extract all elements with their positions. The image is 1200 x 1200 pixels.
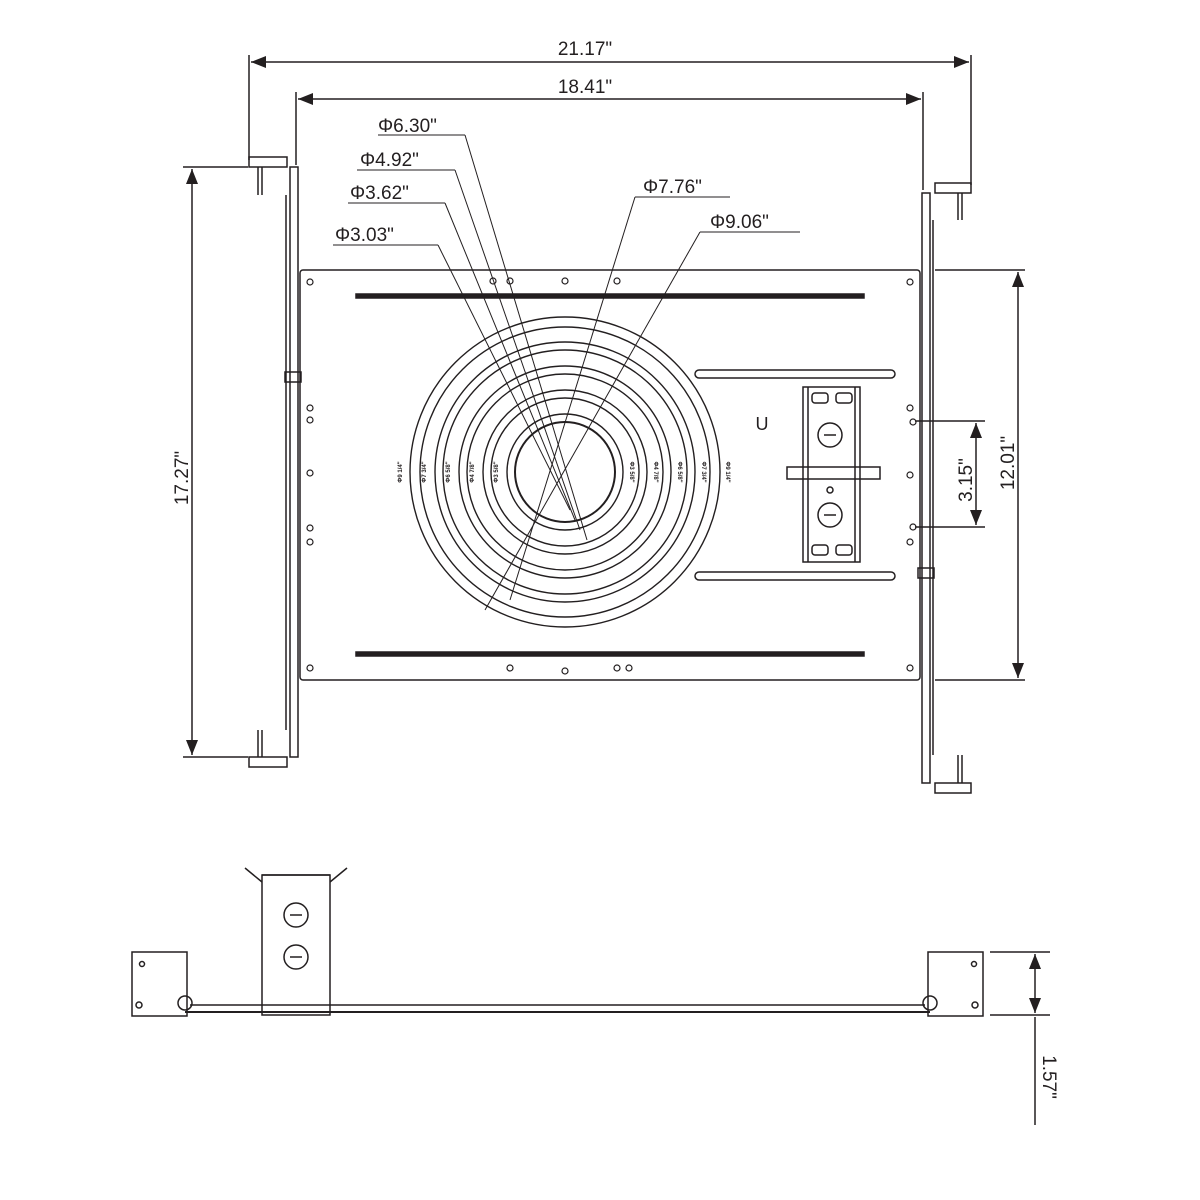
plate-width-label: 18.41" xyxy=(558,77,612,98)
diameter-4-92-label: Φ4.92" xyxy=(360,150,419,171)
mounting-plate: U xyxy=(299,269,921,681)
diameter-6-30-label: Φ6.30" xyxy=(378,116,437,137)
ring-label: Φ7 3/4" xyxy=(422,461,428,482)
knockout-rings xyxy=(409,316,721,628)
ring-label: Φ7 3/4" xyxy=(700,461,706,482)
ring-label: Φ4 7/8" xyxy=(470,461,476,482)
diameter-3-03-label: Φ3.03" xyxy=(335,225,394,246)
dimension-overall-width: 21.17" xyxy=(248,39,972,185)
dimension-plate-width: 18.41" xyxy=(295,77,924,190)
box-spacing-label: 3.15" xyxy=(956,458,977,502)
ring-label: Φ9 1/4" xyxy=(724,461,730,482)
ring-label: Φ9 1/4" xyxy=(398,461,404,482)
dimension-box-spacing: 3.15" xyxy=(915,420,985,528)
depth-label: 1.57" xyxy=(1038,1055,1059,1099)
diameter-7-76-label: Φ7.76" xyxy=(643,177,702,198)
dimension-depth: 1.57" xyxy=(990,951,1059,1125)
diameter-9-06-label: Φ9.06" xyxy=(710,212,769,233)
right-bar-hanger xyxy=(917,182,972,794)
side-view xyxy=(131,867,984,1017)
ring-label: Φ4 7/8" xyxy=(652,461,658,482)
plate-height-label: 12.01" xyxy=(998,436,1019,490)
ring-label: Φ6 5/8" xyxy=(446,461,452,482)
svg-text:U: U xyxy=(756,414,769,434)
overall-height-label: 17.27" xyxy=(172,451,193,505)
overall-width-label: 21.17" xyxy=(558,39,612,60)
ring-size-labels: Φ9 1/4" Φ7 3/4" Φ6 5/8" Φ4 7/8" Φ3 5/8" … xyxy=(398,461,730,482)
ring-label: Φ6 5/8" xyxy=(676,461,682,482)
ring-label: Φ3 5/8" xyxy=(494,461,500,482)
diameter-leaders xyxy=(333,134,800,611)
diameter-3-62-label: Φ3.62" xyxy=(350,183,409,204)
dimension-overall-height: 17.27" xyxy=(172,166,248,758)
ring-label: Φ3 5/8" xyxy=(628,461,634,482)
junction-box-top xyxy=(786,386,881,563)
left-bar-hanger xyxy=(248,156,302,768)
dimension-plate-height: 12.01" xyxy=(935,269,1025,681)
